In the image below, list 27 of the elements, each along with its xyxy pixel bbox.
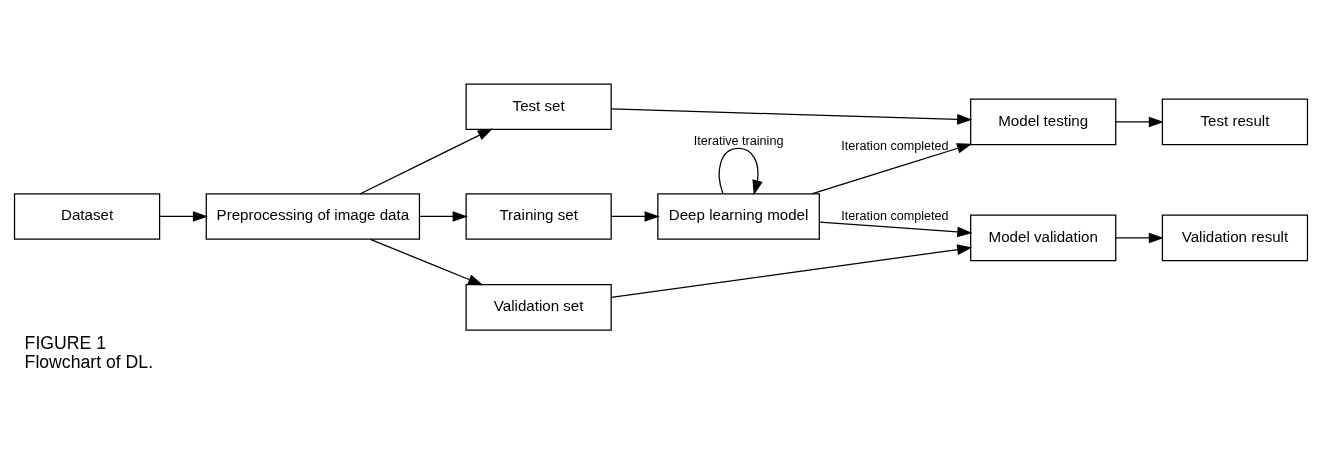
arrow [610,210,660,222]
node-box: Model validation [970,214,1117,261]
caption: Flowchart of DL. [24,351,154,372]
node-box: Deep learning model [657,192,820,240]
arrow [1115,116,1164,127]
node-box: Dataset [13,192,161,240]
node-box: Test set [465,82,612,130]
edge-label: Iteration completed [841,208,949,223]
arrow [1115,232,1164,243]
arrow [418,210,468,222]
node-box: Validation result [1161,214,1309,261]
node-box: Training set [465,192,612,240]
edge-label: Iteration completed [841,138,949,153]
arrow [610,107,973,125]
arrow [359,128,493,194]
node-box: Validation set [465,283,612,331]
edge-label: Iterative training [693,133,784,148]
arrow [159,210,209,222]
node-box: Model testing [970,98,1117,145]
arrow [369,238,484,285]
arrow [811,142,973,194]
diagram-title: FIGURE 1 [24,332,106,353]
arrow [610,243,973,298]
arrow [819,221,973,237]
node-box: Test result [1161,98,1309,145]
node-box: Preprocessing of image data [205,192,421,240]
arrow [718,147,763,195]
